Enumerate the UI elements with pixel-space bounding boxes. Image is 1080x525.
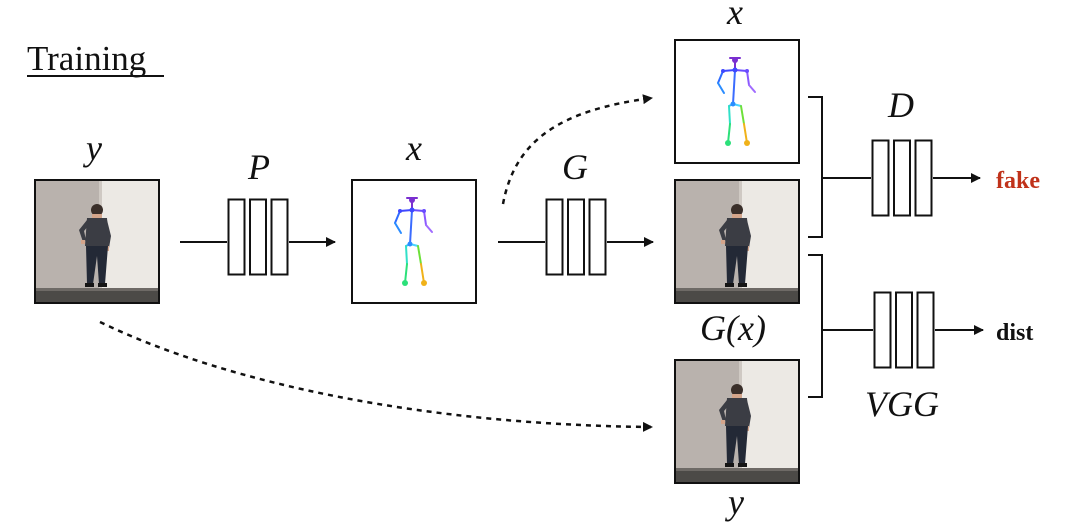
label-G: G: [562, 147, 588, 187]
ground-truth-photo-y: [674, 359, 800, 484]
generator-network-G: [545, 198, 607, 276]
training-heading: Training: [27, 39, 146, 78]
label-y-bottom: y: [725, 482, 744, 522]
label-x-top: x: [726, 0, 743, 32]
discriminator-network-D: [871, 139, 933, 217]
input-photo-y: [34, 179, 160, 304]
label-y-input: y: [83, 128, 102, 168]
pose-image-x: [351, 179, 477, 304]
label-Gx: G(x): [700, 308, 766, 348]
output-dist: dist: [996, 320, 1033, 346]
bracket-discriminator: [808, 96, 823, 238]
dashed-arrow-x-to-top-x: [501, 94, 653, 205]
bracket-vgg: [808, 254, 823, 398]
label-D: D: [887, 85, 914, 125]
dashed-arrow-y-to-bottom-y: [99, 320, 653, 432]
label-P: P: [247, 147, 270, 187]
generated-photo-Gx: [674, 179, 800, 304]
vgg-network: [873, 291, 935, 369]
pose-detector-network-P: [227, 198, 289, 276]
output-fake: fake: [996, 168, 1040, 194]
label-VGG: VGG: [865, 384, 939, 424]
pose-image-x-top: [674, 39, 800, 164]
label-x-mid: x: [405, 128, 422, 168]
